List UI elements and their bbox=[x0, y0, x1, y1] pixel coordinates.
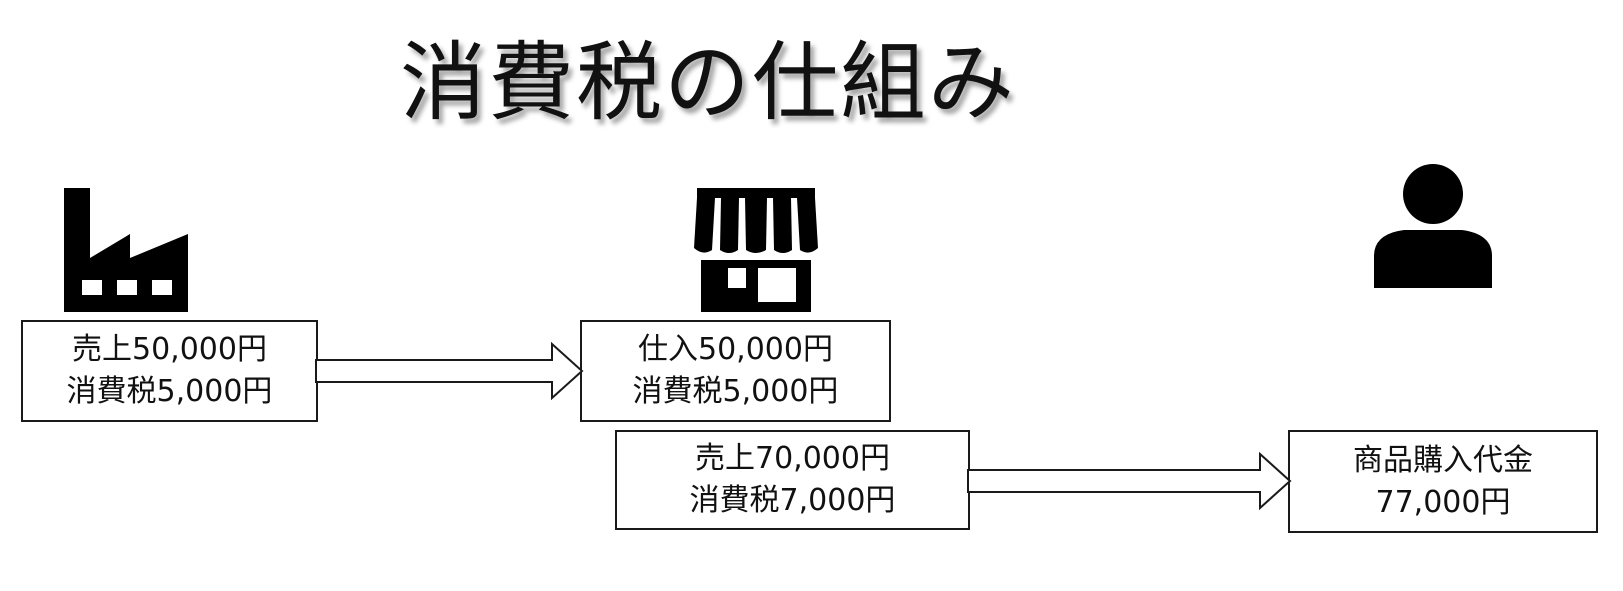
flow-arrow-store-to-consumer bbox=[967, 451, 1292, 511]
consumer-payment-label: 商品購入代金 bbox=[1353, 442, 1533, 478]
store-sales-tax: 消費税7,000円 bbox=[689, 483, 896, 518]
flow-arrow-factory-to-store bbox=[315, 341, 584, 401]
factory-icon bbox=[64, 188, 188, 312]
store-purchase-tax: 消費税5,000円 bbox=[632, 374, 839, 409]
factory-sales-tax: 消費税5,000円 bbox=[66, 374, 273, 409]
consumer-payment-amount: 77,000円 bbox=[1375, 484, 1511, 520]
factory-sales-box: 売上50,000円 消費税5,000円 bbox=[21, 320, 318, 422]
diagram-title: 消費税の仕組み bbox=[400, 33, 1016, 133]
store-sales-amount: 売上70,000円 bbox=[695, 441, 890, 476]
store-purchase-box: 仕入50,000円 消費税5,000円 bbox=[580, 320, 891, 422]
store-purchase-amount: 仕入50,000円 bbox=[638, 332, 833, 367]
factory-sales-amount: 売上50,000円 bbox=[72, 332, 267, 367]
person-icon bbox=[1374, 164, 1492, 288]
store-icon bbox=[694, 188, 818, 312]
consumer-payment-box: 商品購入代金 77,000円 bbox=[1288, 430, 1598, 533]
store-sales-box: 売上70,000円 消費税7,000円 bbox=[615, 430, 970, 530]
